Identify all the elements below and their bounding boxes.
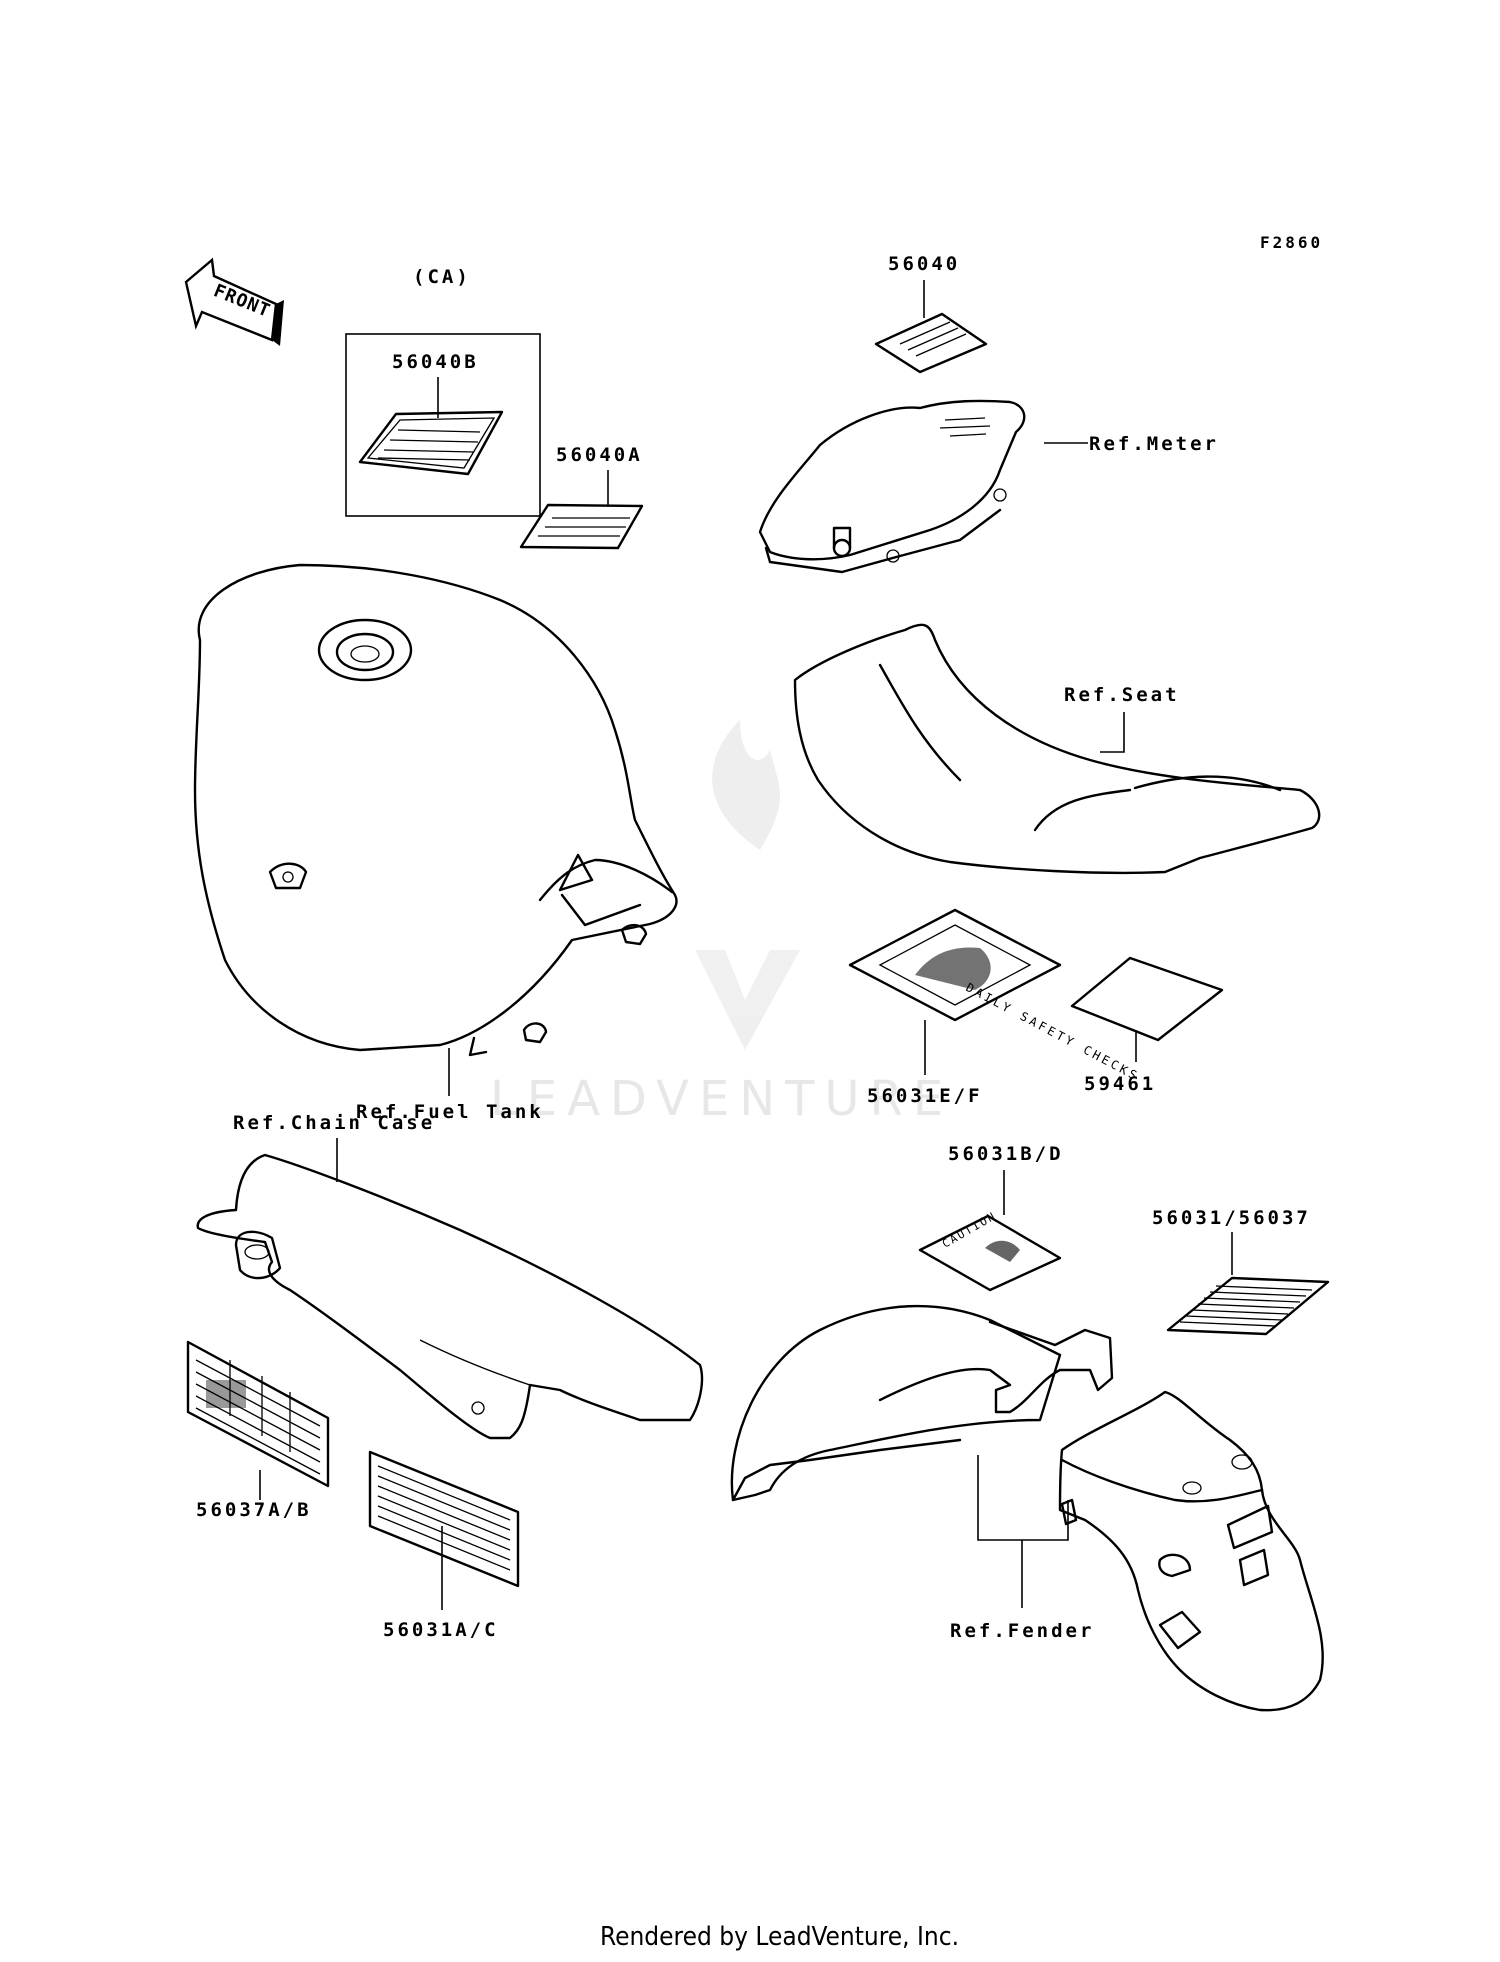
label-56040B: 56040B xyxy=(392,351,479,373)
label-ref-fuel-tank: Ref.Fuel Tank xyxy=(356,1101,544,1123)
watermark-text: LEADVENTURE xyxy=(490,1071,953,1127)
label-59461: 59461 xyxy=(1084,1073,1156,1095)
leader-seat xyxy=(1100,712,1125,753)
fuel-tank-part xyxy=(193,563,678,1057)
meter-part xyxy=(758,399,1026,574)
decal-56037AB xyxy=(186,1340,330,1488)
label-56037AB: 56037A/B xyxy=(196,1499,312,1521)
ca-box xyxy=(345,333,541,517)
figure-code: F2860 xyxy=(1260,233,1323,252)
decal-56031BD: CAUTION xyxy=(918,1209,1062,1292)
front-arrow-icon: FRONT xyxy=(184,257,284,346)
decal-56040B xyxy=(358,410,504,476)
label-ca: (CA) xyxy=(413,266,471,288)
label-56031AC: 56031A/C xyxy=(383,1619,499,1641)
label-56040: 56040 xyxy=(888,253,960,275)
label-56031EF: 56031E/F xyxy=(867,1085,983,1107)
label-56031BD: 56031B/D xyxy=(948,1143,1064,1165)
footer-credit: Rendered by LeadVenture, Inc. xyxy=(600,1922,959,1952)
rear-fender-part xyxy=(1058,1390,1324,1712)
daily-safety-checks-text: DAILY SAFETY CHECKS xyxy=(964,980,1142,1084)
label-ref-meter: Ref.Meter xyxy=(1089,433,1219,455)
label-56040A: 56040A xyxy=(556,444,643,466)
label-ref-seat: Ref.Seat xyxy=(1064,684,1180,706)
decal-56031-56037 xyxy=(1166,1276,1330,1336)
front-fender-part xyxy=(730,1304,1114,1502)
bracket-fender xyxy=(977,1455,1069,1541)
label-56031-56037: 56031/56037 xyxy=(1152,1207,1311,1229)
decal-56040 xyxy=(874,312,988,374)
seat-part xyxy=(793,623,1321,875)
decal-56031EF: DAILY SAFETY CHECKS xyxy=(848,908,1142,1084)
decal-56040A xyxy=(519,503,644,550)
watermark-logo: LEADVENTURE xyxy=(490,720,953,1127)
label-ref-chain-case: Ref.Chain Case xyxy=(233,1112,435,1134)
label-ref-fender: Ref.Fender xyxy=(950,1620,1094,1642)
decal-56031AC xyxy=(368,1450,520,1588)
chain-case-part xyxy=(196,1153,704,1440)
decal-59461 xyxy=(1070,956,1224,1042)
